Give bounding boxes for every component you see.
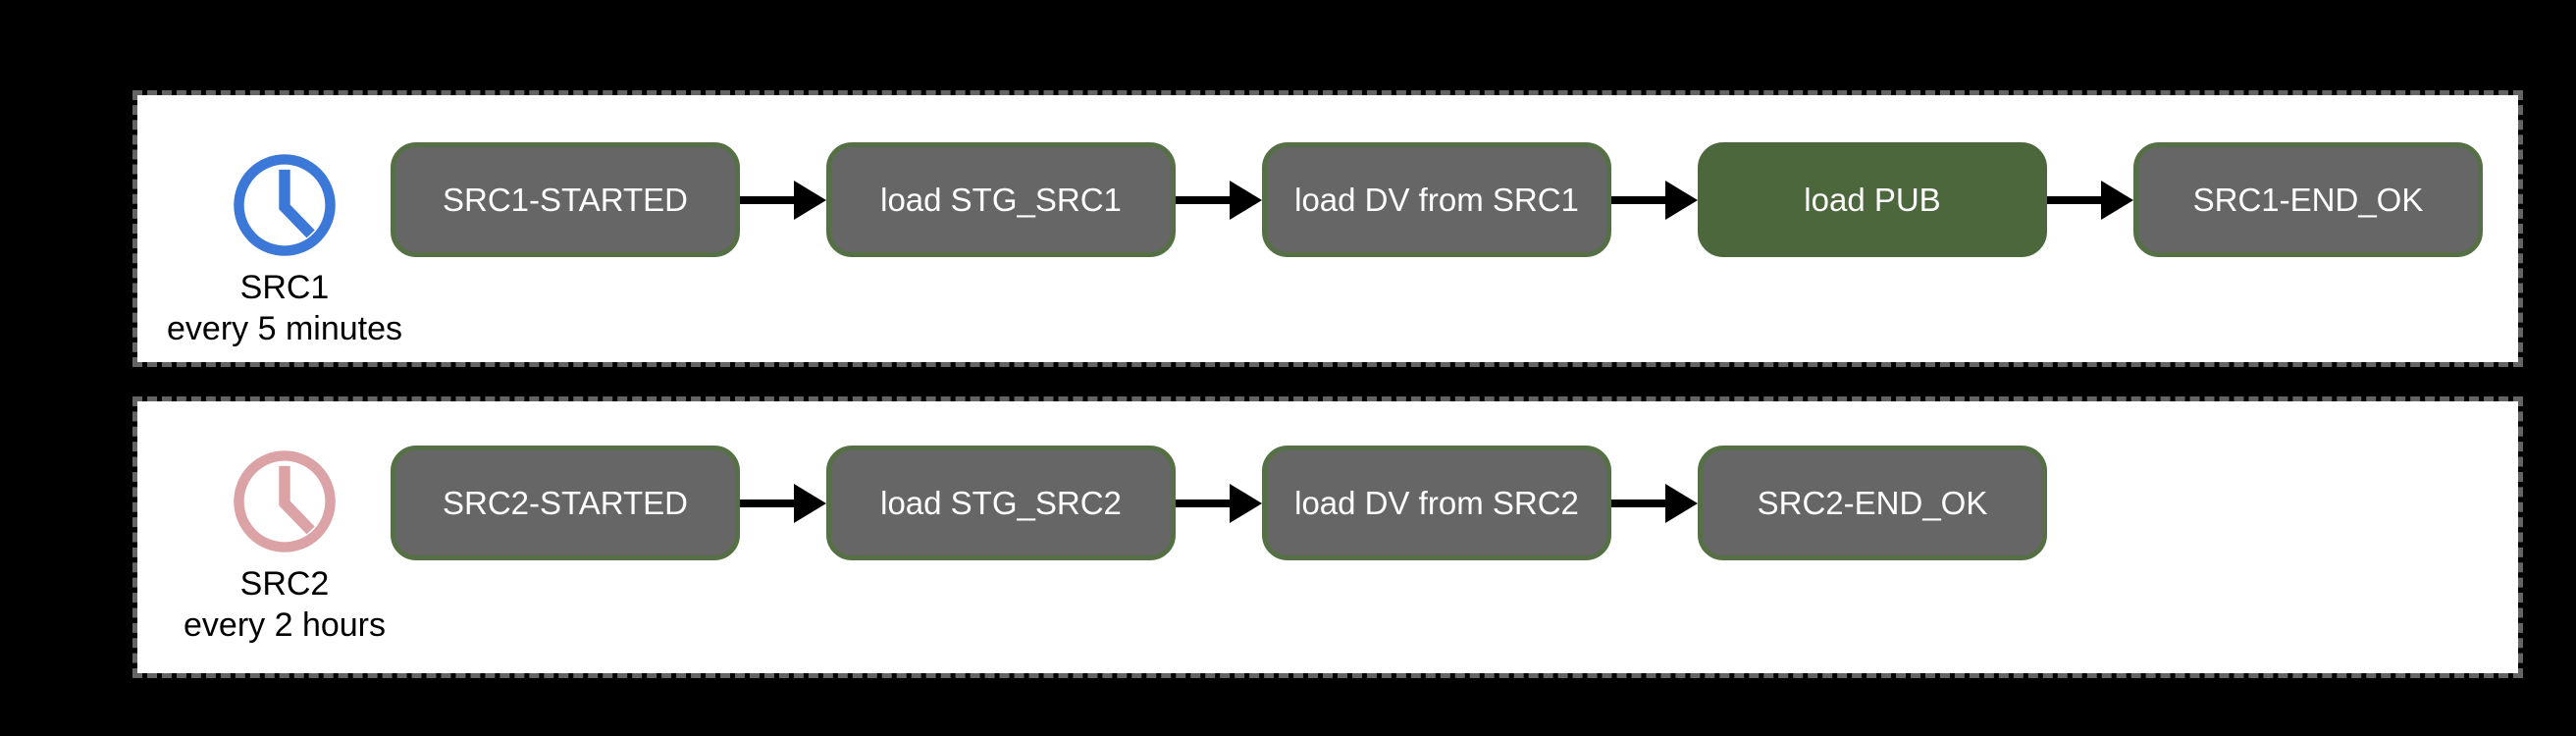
flow-node: SRC2-STARTED: [391, 446, 740, 560]
arrowhead-icon: [794, 483, 826, 523]
trigger-name: SRC1: [239, 269, 330, 306]
pipeline-panel-src2: SRC2 every 2 hours SRC2-STARTED load STG_…: [132, 396, 2523, 678]
arrowhead-icon: [2101, 180, 2133, 220]
arrowhead-icon: [794, 180, 826, 220]
flow-node: SRC2-END_OK: [1698, 446, 2047, 560]
trigger-name: SRC2: [239, 565, 330, 603]
flow-arrow-icon: [1176, 180, 1262, 220]
flow-node: load PUB: [1698, 142, 2047, 257]
clock-icon: [234, 154, 336, 256]
flow-row-src2: SRC2-STARTED load STG_SRC2 load DV from SR…: [391, 446, 2047, 560]
flow-node: load DV from SRC1: [1262, 142, 1611, 257]
pipeline-panel-src1: SRC1 every 5 minutes SRC1-STARTED load ST…: [132, 90, 2523, 367]
flow-node: load STG_SRC2: [826, 446, 1176, 560]
flow-node: SRC1-STARTED: [391, 142, 740, 257]
arrow-shaft: [1176, 195, 1230, 204]
clock-icon: [234, 450, 336, 552]
arrowhead-icon: [1230, 483, 1262, 523]
arrow-shaft: [2047, 195, 2101, 204]
arrow-shaft: [1176, 499, 1230, 507]
arrow-shaft: [740, 195, 794, 204]
schedule-trigger-src1: SRC1 every 5 minutes: [137, 149, 432, 349]
arrowhead-icon: [1665, 483, 1698, 523]
flow-arrow-icon: [740, 180, 826, 220]
flow-row-src1: SRC1-STARTED load STG_SRC1 load DV from SR…: [391, 142, 2483, 257]
arrow-shaft: [740, 499, 794, 507]
flow-arrow-icon: [740, 483, 826, 523]
flow-arrow-icon: [1176, 483, 1262, 523]
arrowhead-icon: [1230, 180, 1262, 220]
flow-arrow-icon: [2047, 180, 2133, 220]
flow-node: load STG_SRC1: [826, 142, 1176, 257]
arrow-shaft: [1611, 195, 1665, 204]
flow-arrow-icon: [1611, 483, 1698, 523]
trigger-schedule: every 2 hours: [184, 606, 386, 644]
flow-arrow-icon: [1611, 180, 1698, 220]
flow-node: load DV from SRC2: [1262, 446, 1611, 560]
schedule-trigger-src2: SRC2 every 2 hours: [137, 446, 432, 646]
arrowhead-icon: [1665, 180, 1698, 220]
arrow-shaft: [1611, 499, 1665, 507]
trigger-schedule: every 5 minutes: [167, 310, 402, 347]
flow-node: SRC1-END_OK: [2133, 142, 2483, 257]
